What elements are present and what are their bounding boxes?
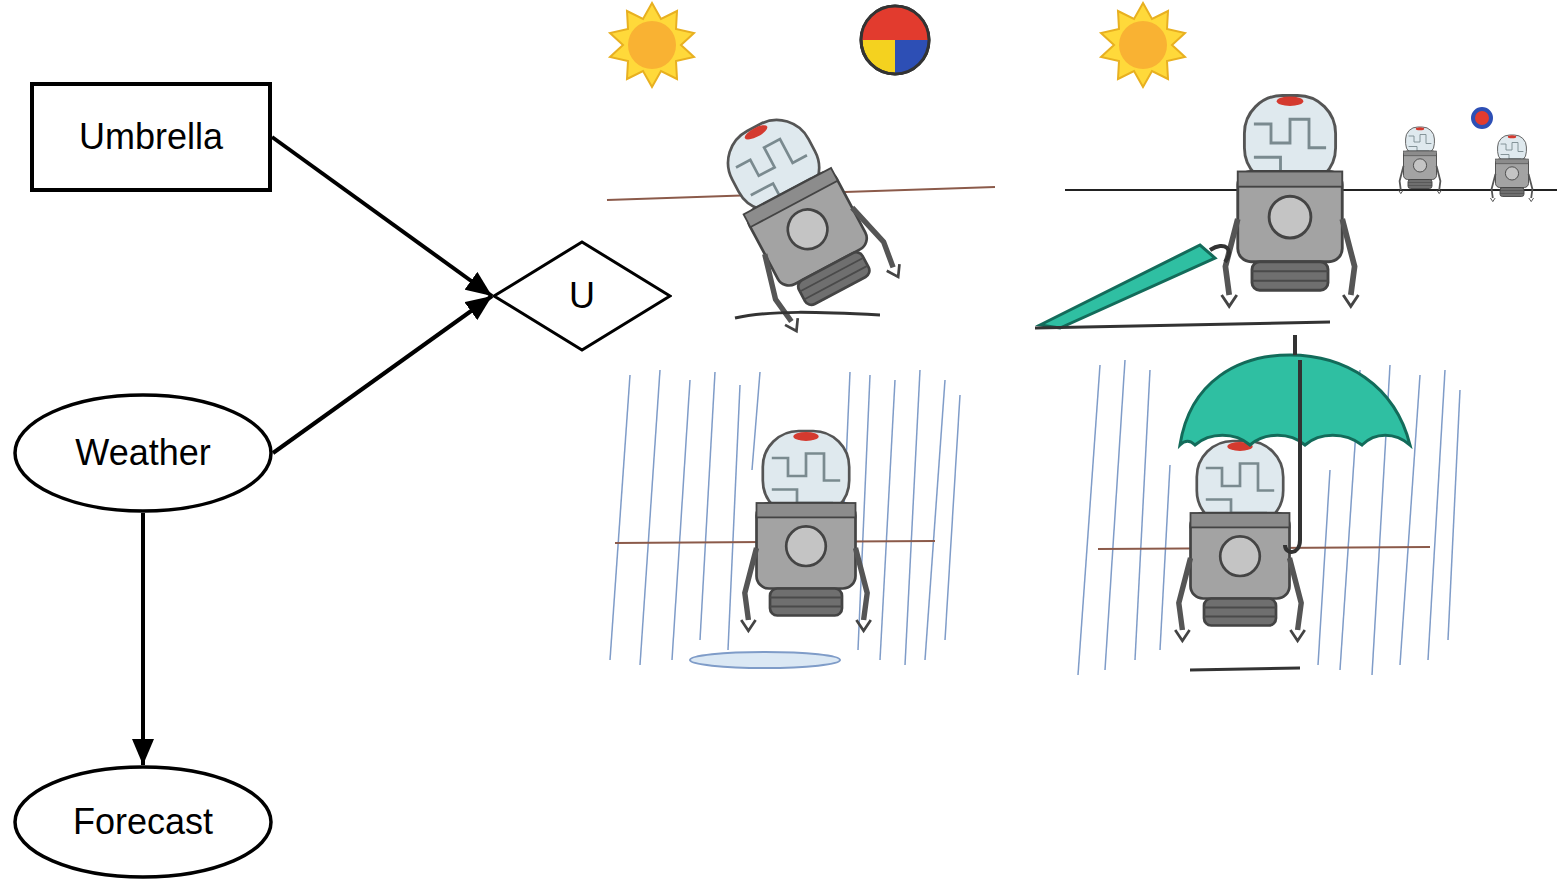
sun-symbol: [1101, 3, 1185, 87]
robot-figure: [1175, 441, 1305, 641]
umbrella-handle: [1285, 335, 1300, 552]
arrow-connector: [273, 296, 492, 453]
diamond-shape: [494, 242, 670, 350]
decision-node: Umbrella: [30, 82, 272, 192]
shadow-mark: [1190, 668, 1300, 670]
arrow-connector: [272, 137, 492, 296]
robot-figure: [696, 97, 904, 334]
node-label: Umbrella: [79, 117, 223, 157]
arrow-connector: [141, 513, 145, 765]
ellipse-shape: [15, 395, 271, 511]
beach-ball: [1473, 109, 1491, 127]
chance-node: Forecast: [13, 765, 273, 879]
robot-figure: [1222, 95, 1359, 306]
open-umbrella: [1180, 355, 1410, 445]
ellipse-shape: [15, 767, 271, 877]
puddle: [690, 652, 840, 668]
rain-lines: [610, 370, 960, 665]
utility-node: U: [492, 240, 672, 352]
shadow-mark: [735, 312, 880, 318]
small-robot: [1490, 135, 1533, 202]
umbrella-handle: [1210, 246, 1229, 262]
closed-umbrella: [1040, 245, 1215, 328]
beach-ball: [861, 6, 929, 74]
node-label: Weather: [75, 433, 210, 473]
chance-node: Weather: [13, 393, 273, 513]
shadow-mark: [1035, 322, 1330, 328]
robot-figure: [741, 431, 871, 631]
node-label: Forecast: [73, 802, 213, 842]
sun-symbol: [610, 3, 694, 87]
node-label: U: [569, 276, 595, 316]
small-robot: [1398, 127, 1441, 194]
